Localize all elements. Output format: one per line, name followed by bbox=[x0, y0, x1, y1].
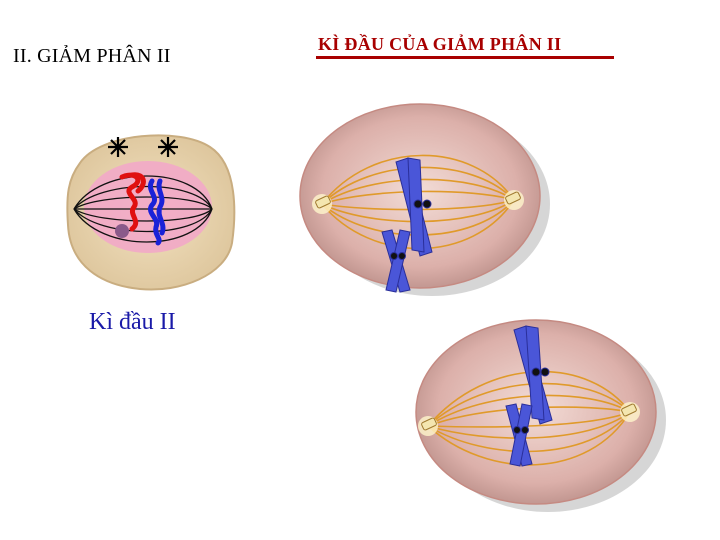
slide-title: KÌ ĐẦU CỦA GIẢM PHÂN II bbox=[318, 34, 561, 55]
centriole-icon bbox=[312, 194, 332, 214]
centriole-icon bbox=[418, 416, 438, 436]
centriole-star-icon bbox=[108, 137, 128, 157]
centriole-icon bbox=[504, 190, 524, 210]
figure-caption: Kì đầu II bbox=[89, 309, 176, 336]
section-title: II. GIẢM PHÂN II bbox=[13, 45, 171, 68]
nucleus-zone bbox=[84, 161, 212, 253]
centriole-icon bbox=[620, 402, 640, 422]
cell-diagram-bottom bbox=[408, 316, 670, 526]
cell-diagram-top bbox=[292, 100, 554, 310]
nucleolus bbox=[115, 224, 129, 238]
schematic-cell-diagram bbox=[60, 125, 240, 295]
slide-title-underline bbox=[316, 56, 614, 59]
centriole-star-icon bbox=[158, 137, 178, 157]
